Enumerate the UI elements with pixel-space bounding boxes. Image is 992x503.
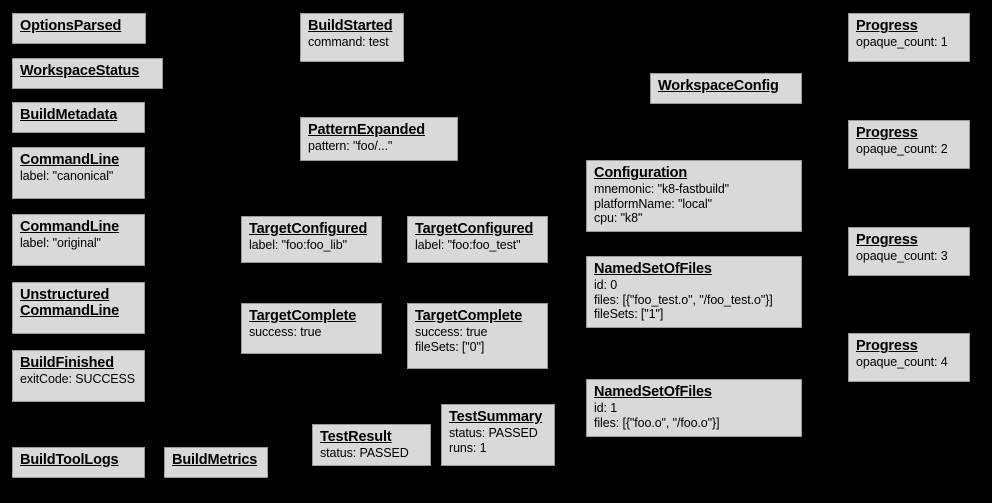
- node-workspace-config[interactable]: WorkspaceConfig: [650, 73, 802, 104]
- node-fields: exitCode: SUCCESS: [20, 372, 138, 386]
- node-field: fileSets: ["1"]: [594, 306, 664, 321]
- node-title: Progress: [856, 338, 918, 354]
- node-fields: pattern: "foo/...": [308, 139, 451, 153]
- node-fields: opaque_count: 3: [856, 249, 963, 263]
- node-title: NamedSetOfFiles: [594, 261, 712, 277]
- node-field: command: test: [308, 35, 389, 50]
- node-title: TestSummary: [449, 409, 543, 425]
- node-fields: status: PASSED: [320, 446, 424, 460]
- node-field: opaque_count: 4: [856, 355, 948, 370]
- node-field: files: [{"foo_test.o", "/foo_test.o"}]: [594, 292, 773, 307]
- node-field: status: PASSED: [449, 426, 538, 441]
- node-title: TargetComplete: [249, 308, 357, 324]
- node-title: Configuration: [594, 165, 688, 181]
- node-title: WorkspaceStatus: [20, 63, 140, 79]
- node-field: exitCode: SUCCESS: [20, 372, 136, 387]
- node-title: BuildMetrics: [172, 452, 258, 468]
- node-title: TargetConfigured: [249, 221, 368, 237]
- node-title: Progress: [856, 125, 918, 141]
- node-field: id: 1: [594, 401, 618, 416]
- node-fields: command: test: [308, 35, 397, 49]
- node-build-tool-logs[interactable]: BuildToolLogs: [12, 447, 145, 478]
- node-field: platformName: "local": [594, 196, 712, 211]
- node-fields: opaque_count: 1: [856, 35, 963, 49]
- node-build-metadata[interactable]: BuildMetadata: [12, 102, 145, 133]
- node-title: WorkspaceConfig: [658, 78, 779, 94]
- node-field: label: "original": [20, 236, 101, 251]
- node-title: Progress: [856, 18, 918, 34]
- node-title: CommandLine: [20, 219, 120, 235]
- node-unstructured-command-line[interactable]: Unstructured CommandLine: [12, 282, 145, 334]
- node-title: NamedSetOfFiles: [594, 384, 712, 400]
- node-title: BuildToolLogs: [20, 452, 119, 468]
- node-field: opaque_count: 3: [856, 249, 948, 264]
- node-workspace-status[interactable]: WorkspaceStatus: [12, 58, 163, 89]
- node-field: label: "canonical": [20, 169, 114, 184]
- node-title: BuildMetadata: [20, 107, 118, 123]
- node-options-parsed[interactable]: OptionsParsed: [12, 13, 146, 44]
- node-field: label: "foo:foo_lib": [249, 238, 347, 253]
- node-field: runs: 1: [449, 440, 487, 455]
- node-fields: mnemonic: "k8-fastbuild"platformName: "l…: [594, 182, 795, 224]
- node-fields: success: true: [249, 325, 375, 339]
- node-title: Progress: [856, 232, 918, 248]
- node-title: PatternExpanded: [308, 122, 425, 138]
- node-field: status: PASSED: [320, 446, 409, 461]
- node-field: pattern: "foo/...": [308, 139, 393, 154]
- node-field: id: 0: [594, 278, 618, 293]
- node-fields: label: "original": [20, 236, 138, 250]
- node-title: Unstructured CommandLine: [20, 287, 120, 320]
- node-field: success: true: [249, 325, 322, 340]
- node-fields: label: "canonical": [20, 169, 138, 183]
- node-field: files: [{"foo.o", "/foo.o"}]: [594, 415, 720, 430]
- node-fields: label: "foo:foo_lib": [249, 238, 375, 252]
- node-title: TargetConfigured: [415, 221, 534, 237]
- node-title: BuildStarted: [308, 18, 393, 34]
- node-title: BuildFinished: [20, 355, 114, 371]
- node-field: mnemonic: "k8-fastbuild": [594, 182, 730, 197]
- node-field: success: true: [415, 325, 488, 340]
- node-field: cpu: "k8": [594, 210, 643, 225]
- node-field: label: "foo:foo_test": [415, 238, 521, 253]
- node-field: opaque_count: 2: [856, 142, 948, 157]
- node-field: opaque_count: 1: [856, 35, 948, 50]
- node-title: TargetComplete: [415, 308, 523, 324]
- node-title: OptionsParsed: [20, 18, 122, 34]
- node-title: CommandLine: [20, 152, 120, 168]
- node-build-metrics[interactable]: BuildMetrics: [164, 447, 268, 478]
- node-fields: opaque_count: 2: [856, 142, 963, 156]
- node-title: TestResult: [320, 429, 392, 445]
- node-fields: opaque_count: 4: [856, 355, 963, 369]
- node-fields: label: "foo:foo_test": [415, 238, 541, 252]
- node-field: fileSets: ["0"]: [415, 339, 485, 354]
